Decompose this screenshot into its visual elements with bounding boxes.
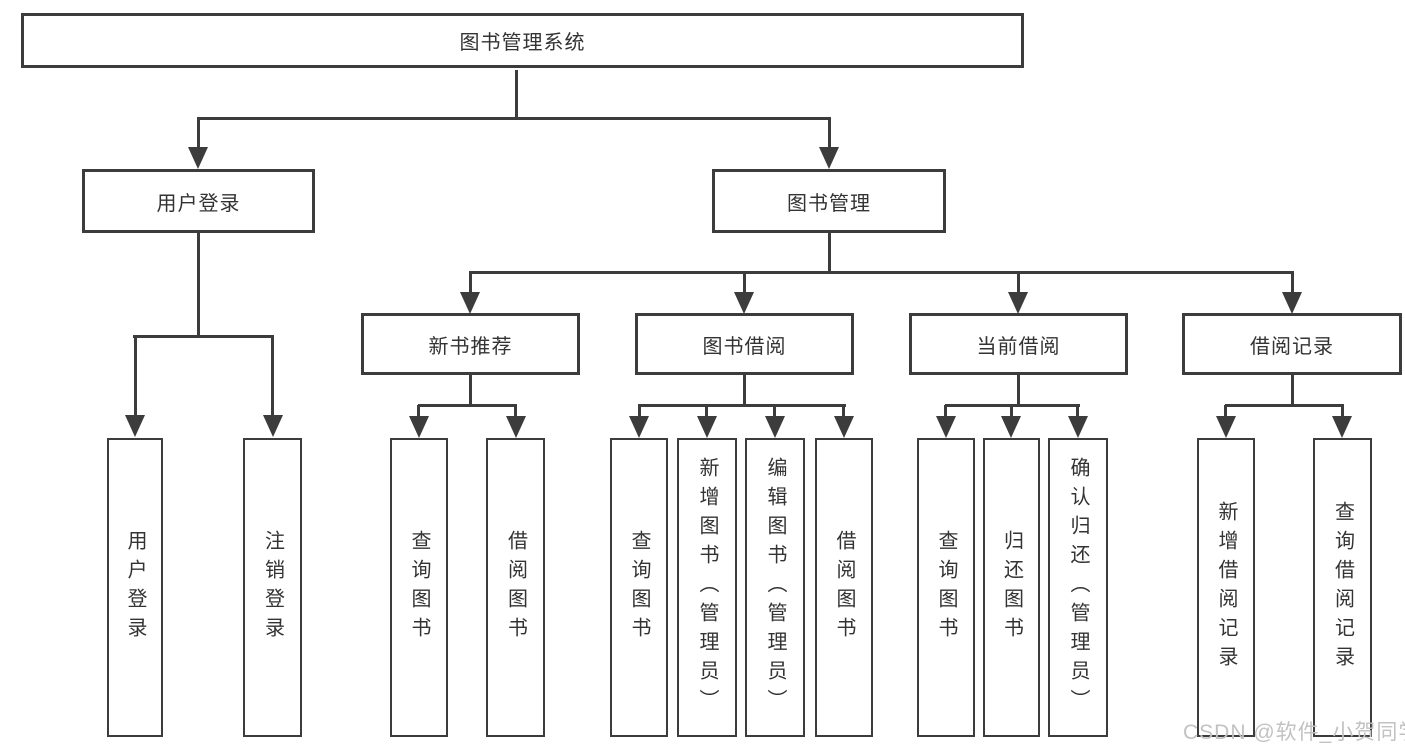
connector-line <box>828 233 831 273</box>
node-user-login-branch: 用户登录 <box>82 169 315 233</box>
connector-line <box>1341 405 1344 418</box>
connector-line <box>638 405 641 418</box>
leaf-label: 查询图书 <box>628 529 650 646</box>
arrow-down-icon <box>734 292 754 314</box>
connector-line <box>1291 272 1294 294</box>
connector-line <box>417 405 420 418</box>
arrow-down-icon <box>263 415 283 437</box>
arrow-down-icon <box>819 147 839 169</box>
arrow-down-icon <box>125 415 145 437</box>
arrow-down-icon <box>765 416 785 438</box>
connector-line <box>1224 405 1227 418</box>
connector-line <box>271 336 274 417</box>
connector-line <box>418 404 517 407</box>
node-borrowing-records: 借阅记录 <box>1182 313 1402 375</box>
arrow-down-icon <box>697 416 717 438</box>
csdn-watermark: CSDN @软件_小贺同学 <box>1183 721 1405 744</box>
node-new-book-recommendation: 新书推荐 <box>361 313 580 375</box>
connector-line <box>134 336 137 417</box>
connector-line <box>705 405 708 418</box>
leaf-label: 借阅图书 <box>833 529 855 646</box>
arrow-down-icon <box>188 147 208 169</box>
connector-line <box>1010 405 1013 418</box>
leaf-label: 编辑图书（管理员） <box>764 457 786 718</box>
arrow-down-icon <box>1068 416 1088 438</box>
connector-line <box>469 375 472 406</box>
leaf-borrow-books-recommend: 借阅图书 <box>486 438 545 737</box>
connector-line <box>469 272 472 294</box>
leaf-return-books: 归还图书 <box>983 438 1040 737</box>
leaf-label: 借阅图书 <box>504 529 527 646</box>
leaf-label: 归还图书 <box>1000 529 1023 646</box>
leaf-borrow-books: 借阅图书 <box>815 438 873 737</box>
leaf-edit-books-admin: 编辑图书（管理员） <box>745 438 805 737</box>
leaf-label: 新增图书（管理员） <box>696 457 718 718</box>
connector-line <box>743 272 746 294</box>
connector-line <box>514 405 517 418</box>
leaf-add-books-admin: 新增图书（管理员） <box>677 438 737 737</box>
arrow-down-icon <box>1216 416 1236 438</box>
leaf-label: 确认归还（管理员） <box>1067 457 1089 718</box>
arrow-down-icon <box>1008 292 1028 314</box>
connector-line <box>1076 405 1079 418</box>
arrow-down-icon <box>506 416 526 438</box>
leaf-logout: 注销登录 <box>243 438 302 737</box>
connector-line <box>773 405 776 418</box>
connector-line <box>515 70 518 118</box>
node-book-management-branch: 图书管理 <box>712 169 946 233</box>
leaf-label: 新增借阅记录 <box>1215 500 1237 675</box>
arrow-down-icon <box>936 416 956 438</box>
leaf-confirm-return-admin: 确认归还（管理员） <box>1048 438 1108 737</box>
node-book-borrowing: 图书借阅 <box>635 313 854 375</box>
connector-line <box>944 405 947 418</box>
connector-line <box>1017 272 1020 294</box>
arrow-down-icon <box>834 416 854 438</box>
arrow-down-icon <box>409 416 429 438</box>
leaf-query-books-recommend: 查询图书 <box>390 438 448 737</box>
leaf-label: 查询图书 <box>935 529 957 646</box>
connector-line <box>842 405 845 418</box>
connector-line <box>133 335 274 338</box>
node-current-borrowing: 当前借阅 <box>909 313 1128 375</box>
leaf-label: 注销登录 <box>261 529 284 646</box>
connector-line <box>1225 404 1344 407</box>
arrow-down-icon <box>1001 416 1021 438</box>
connector-line <box>197 233 200 337</box>
leaf-query-borrow-record: 查询借阅记录 <box>1313 438 1372 737</box>
leaf-query-books-current: 查询图书 <box>917 438 975 737</box>
leaf-label: 用户登录 <box>124 529 146 646</box>
connector-line <box>1291 375 1294 406</box>
connector-line <box>1017 375 1020 406</box>
leaf-query-books-borrowing: 查询图书 <box>610 438 668 737</box>
arrow-down-icon <box>1282 292 1302 314</box>
connector-line <box>197 118 200 149</box>
leaf-label: 查询借阅记录 <box>1331 500 1354 675</box>
leaf-add-borrow-record: 新增借阅记录 <box>1197 438 1255 737</box>
connector-line <box>743 375 746 406</box>
connector-line <box>638 404 846 407</box>
node-library-management-system: 图书管理系统 <box>21 13 1024 68</box>
leaf-user-login: 用户登录 <box>107 438 163 737</box>
connector-line <box>469 271 1294 274</box>
connector-line <box>197 117 831 120</box>
arrow-down-icon <box>460 292 480 314</box>
connector-line <box>828 118 831 149</box>
arrow-down-icon <box>629 416 649 438</box>
leaf-label: 查询图书 <box>408 529 430 646</box>
arrow-down-icon <box>1332 416 1352 438</box>
